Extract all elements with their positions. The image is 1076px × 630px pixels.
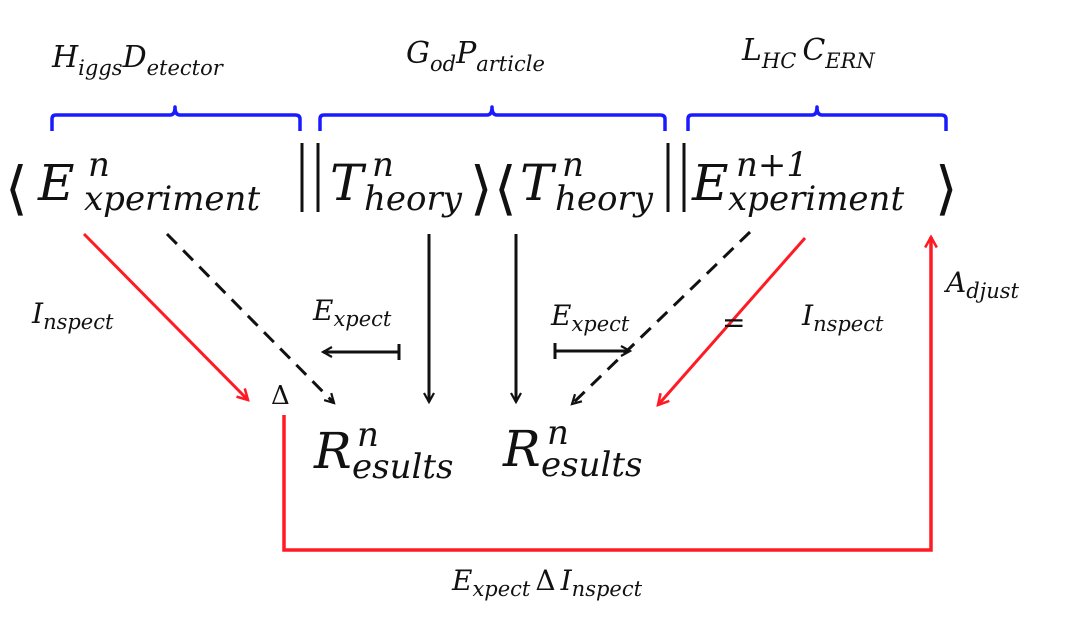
term-theory-ket-sub: heory (364, 179, 463, 219)
brace-middle (318, 105, 667, 131)
group-label-higgs-detector: HiggsDetector (51, 40, 225, 80)
brace-left (50, 105, 302, 131)
left-angle-bracket: ⟨ (5, 154, 28, 222)
term-experiment-n1: E (691, 154, 729, 212)
result-right-sub: esults (541, 445, 642, 485)
label-expect-left: Expect (312, 294, 392, 331)
result-right-sup: n (547, 413, 569, 453)
arrow-inspect-left (82, 232, 248, 400)
term-experiment-n-sub: xperiment (84, 179, 260, 219)
result-right: R (502, 420, 541, 478)
arrow-dashed-left (165, 232, 334, 403)
term-experiment-n: E (37, 154, 75, 212)
arrow-feedback-loop (282, 237, 931, 552)
arrow-dashed-right (572, 230, 752, 404)
label-inspect-left: Inspect (31, 297, 114, 334)
term-experiment-n-sup: n (88, 145, 110, 185)
right-angle-bracket: ⟩ (935, 154, 958, 222)
label-equals: = (722, 306, 745, 339)
brace-right (686, 105, 948, 131)
term-experiment-n1-sup: n+1 (736, 145, 808, 185)
right-angle-bracket-mid: ⟩ (470, 154, 493, 222)
result-left-sup: n (357, 415, 379, 455)
label-inspect-right: Inspect (801, 299, 884, 336)
label-expect-right: Expect (550, 299, 630, 336)
term-theory-ket: T (330, 154, 367, 212)
term-theory-bra-sub: heory (555, 179, 654, 219)
group-label-god-particle: GodParticle (406, 36, 545, 76)
term-experiment-n1-sub: xperiment (728, 179, 904, 219)
arrow-inspect-right (658, 237, 807, 405)
result-left-sub: esults (352, 447, 453, 487)
result-left: R (313, 422, 352, 480)
left-angle-bracket-mid: ⟨ (494, 154, 517, 222)
term-theory-ket-sup: n (372, 145, 394, 185)
label-delta: Δ (271, 381, 290, 411)
term-theory-bra-sup: n (562, 145, 584, 185)
term-theory-bra: T (520, 154, 557, 212)
main-formula: ⟨ E n xperiment T n heory ⟩ ⟨ T n heory … (5, 143, 958, 222)
label-adjust: Adjust (943, 266, 1019, 303)
